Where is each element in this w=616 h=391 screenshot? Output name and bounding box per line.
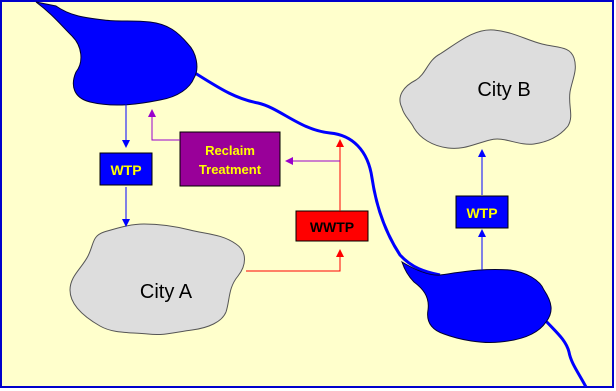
downstream-reservoir [401,260,552,343]
city-b-label: City B [477,79,530,101]
city-a-label: City A [140,281,193,303]
wwtp-box [295,210,369,242]
city-a-to-wwtp-arrow [246,249,344,272]
wwtp-label: WWTP [310,219,354,235]
upstream-reservoir [35,1,198,106]
wtp-a-box [99,152,153,186]
reclaim-label-line1: Reclaim [205,143,255,158]
city-a-area [69,223,245,335]
reclaim-treatment-box [179,131,281,187]
river [189,68,441,277]
reclaim-to-reservoir-arrow [148,109,180,141]
wtp-a-label: WTP [110,162,141,178]
reclaim-label-line2: Treatment [199,162,262,177]
wtp-b-box [455,195,509,229]
city-b-area [399,29,576,149]
river-outflow [543,318,588,388]
wtp-b-label: WTP [466,205,497,221]
